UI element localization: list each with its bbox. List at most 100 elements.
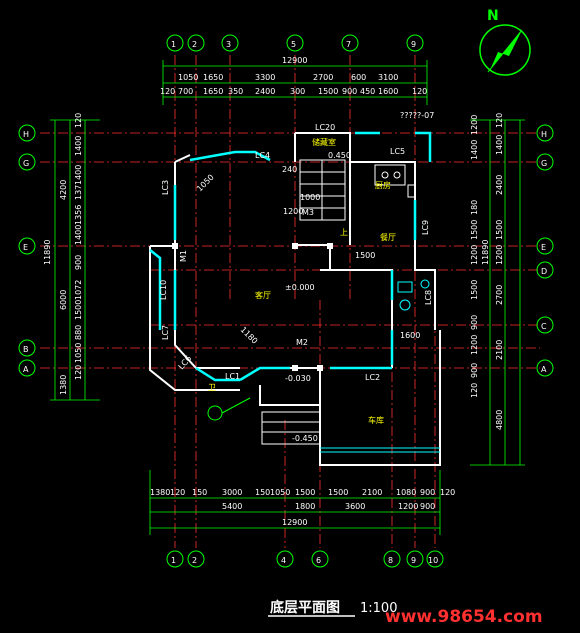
misc-dims: 240 1050 1180 1500 1000 1200 1600 — [195, 165, 420, 346]
dimension-lines-left — [50, 119, 100, 401]
grid-label-top: 5 — [291, 40, 296, 49]
grid-label-bottom: 9 — [411, 556, 416, 565]
window-label: LC7 — [161, 325, 170, 340]
grid-label-right: C — [541, 322, 547, 331]
window-label: LC2 — [365, 373, 380, 382]
dim-text: 1400 — [495, 135, 504, 155]
dim-text: 880 — [74, 325, 83, 340]
grid-label-bottom: 10 — [428, 556, 438, 565]
grid-label-right: H — [541, 130, 547, 139]
dim-text: 1072 — [74, 280, 83, 300]
dim-text: 180 — [470, 200, 479, 215]
dim-text: 1650 — [203, 87, 223, 96]
dim-text: 2700 — [313, 73, 333, 82]
dim-text: 120 — [74, 113, 83, 128]
dim-text: 1050 — [195, 173, 216, 194]
garage-door — [320, 447, 440, 453]
dim-text: 5400 — [222, 502, 242, 511]
dims-bottom-row1: 1380 120 150 3000 150 1050 1500 1500 210… — [150, 488, 455, 497]
dim-text: 1200 — [495, 245, 504, 265]
dim-text: 1200 — [470, 245, 479, 265]
dims-left-col2: 120 1400 1400 137 1356 1400 900 1072 150… — [74, 113, 83, 380]
grid-bubbles-top: 1 2 3 5 7 9 — [166, 34, 424, 52]
dim-text: 1050 — [178, 73, 198, 82]
dim-text: 2400 — [255, 87, 275, 96]
dim-text: 1400 — [74, 165, 83, 185]
dim-text: 1356 — [74, 205, 83, 225]
dim-text: 1200 — [470, 115, 479, 135]
dim-text: 1380 — [59, 375, 68, 395]
dim-text: 1600 — [400, 331, 420, 340]
grid-label-right: D — [541, 267, 547, 276]
dim-text: 150 — [255, 488, 270, 497]
site-watermark: www.98654.com — [385, 607, 543, 627]
grid-label-right: A — [541, 365, 547, 374]
dim-text: 120 — [412, 87, 427, 96]
drawing-scale: 1:100 — [360, 601, 397, 616]
grid-label-left: E — [23, 243, 28, 252]
dim-text: 1500 — [470, 280, 479, 300]
dim-text: 900 — [342, 87, 357, 96]
room-note: ?????-07 — [400, 111, 434, 120]
window-label: LC8 — [424, 290, 433, 305]
dim-text: 4800 — [495, 410, 504, 430]
dim-text: 120 — [160, 87, 175, 96]
room-label-up: 上 — [340, 228, 348, 237]
grid-bubbles-left: H G E B A — [18, 124, 36, 377]
dim-text: 2400 — [495, 175, 504, 195]
room-label-living: 客厅 — [255, 290, 271, 300]
window-label: LC4 — [255, 151, 270, 160]
window-label: LC6 — [177, 354, 194, 371]
grid-label-bottom: 6 — [316, 556, 321, 565]
dim-text: 1600 — [378, 87, 398, 96]
dim-text: 120 — [495, 113, 504, 128]
dim-text: 3600 — [345, 502, 365, 511]
dimension-lines-top — [162, 60, 428, 105]
grid-label-bottom: 1 — [171, 556, 176, 565]
dims-right-col1: 120 1400 2400 1500 1200 2700 2100 4800 — [495, 113, 504, 430]
dim-text: 1500 — [328, 488, 348, 497]
dim-text: 1400 — [74, 136, 83, 156]
window-label: LC9 — [421, 220, 430, 235]
elevation-label: -0.450 — [292, 434, 318, 443]
window-label: M2 — [296, 338, 308, 347]
grid-label-top: 7 — [346, 40, 351, 49]
axis-lines-vertical — [174, 55, 436, 548]
dim-text: 1650 — [203, 73, 223, 82]
dim-text: 120 — [170, 488, 185, 497]
kitchen-fixtures — [374, 164, 416, 198]
dim-text: 2700 — [495, 285, 504, 305]
grid-label-left: H — [23, 130, 29, 139]
dims-right-col2: 1200 1400 180 1500 1200 1500 900 1200 90… — [470, 115, 479, 398]
grid-bubbles-bottom: 1 2 4 6 8 9 10 — [166, 550, 444, 568]
dim-text: 6000 — [59, 290, 68, 310]
window-label: M3 — [302, 208, 314, 217]
dim-text: 900 — [470, 315, 479, 330]
dim-text: 1180 — [239, 325, 260, 346]
dimension-lines-bottom — [149, 470, 441, 535]
dim-text: 700 — [178, 87, 193, 96]
dim-text: 240 — [282, 165, 297, 174]
dim-text: 1500 — [295, 488, 315, 497]
dim-text: 900 — [420, 488, 435, 497]
room-label-garage: 车库 — [368, 415, 384, 425]
grid-label-right: G — [541, 159, 547, 168]
window-label: LC1 — [225, 372, 240, 381]
windows-cyan — [149, 131, 432, 382]
dim-text: 3300 — [255, 73, 275, 82]
north-label: N — [487, 8, 499, 24]
window-label: LC20 — [315, 123, 335, 132]
grid-label-bottom: 4 — [281, 556, 286, 565]
grid-label-left: B — [23, 345, 29, 354]
dim-text: 120 — [470, 383, 479, 398]
north-arrow: N — [479, 8, 531, 76]
dim-text: 2100 — [362, 488, 382, 497]
grid-label-top: 9 — [411, 40, 416, 49]
dim-text: 1500 — [355, 251, 375, 260]
grid-label-top: 3 — [226, 40, 231, 49]
dims-top-row1: 1050 1650 3300 2700 600 3100 — [178, 73, 398, 82]
dims-top-row2: 120 700 1650 350 2400 300 1500 900 450 1… — [160, 87, 427, 96]
dim-text: 3000 — [222, 488, 242, 497]
dim-text: 1050 — [270, 488, 290, 497]
